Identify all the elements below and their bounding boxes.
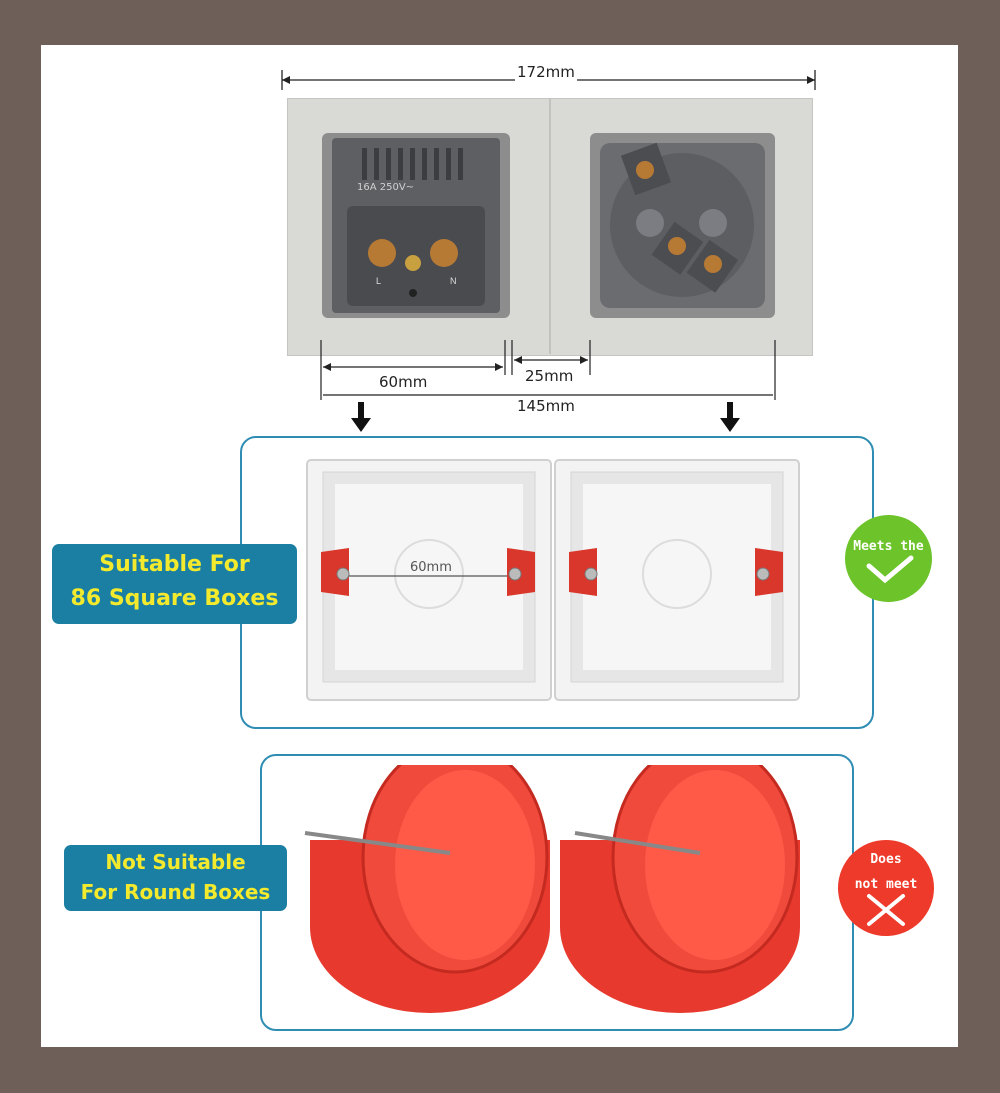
total-width-label: 172mm	[515, 63, 577, 81]
checkmark-icon	[866, 555, 913, 584]
inner-box-width-label: 60mm	[410, 560, 452, 575]
gap-label: 25mm	[523, 367, 576, 385]
terminal-n-label: N	[450, 276, 457, 286]
backplate-divider	[549, 98, 551, 354]
does-not-meet-line2: not meet	[854, 877, 918, 892]
terminal-l-label: L	[376, 276, 382, 286]
does-not-meet-badge: Does not meet	[838, 840, 934, 936]
lower-dimension-lines	[320, 340, 776, 400]
meets-badge: Meets the	[845, 515, 932, 602]
right-socket-details	[600, 142, 765, 308]
not-suitable-line1: Not Suitable	[105, 850, 246, 874]
center-distance-label: 145mm	[515, 397, 577, 415]
cross-icon	[867, 894, 905, 926]
suitable-line2: 86 Square Boxes	[70, 586, 279, 611]
not-suitable-line2: For Round Boxes	[80, 880, 271, 904]
does-not-meet-line1: Does	[870, 852, 902, 867]
suitable-square-label: Suitable For 86 Square Boxes	[52, 544, 297, 624]
box-width-label: 60mm	[377, 373, 430, 391]
suitable-line1: Suitable For	[99, 552, 250, 577]
square-boxes-image	[306, 459, 800, 701]
socket-rating-label: 16A 250V~	[357, 182, 415, 193]
left-socket-details	[347, 148, 485, 306]
round-boxes-image	[304, 765, 800, 1013]
not-suitable-round-label: Not Suitable For Round Boxes	[64, 845, 287, 911]
arrow-down-icon	[351, 402, 371, 432]
arrow-down-icon	[720, 402, 740, 432]
meets-badge-text: Meets the	[853, 539, 924, 554]
